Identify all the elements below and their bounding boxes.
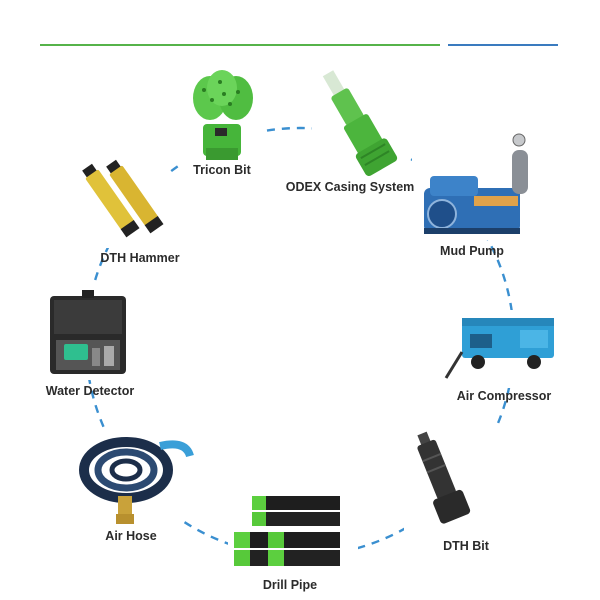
label-dth-bit: DTH Bit: [443, 539, 489, 553]
label-mud-pump: Mud Pump: [440, 244, 504, 258]
air-compressor-icon: [444, 318, 554, 379]
label-water-detector: Water Detector: [45, 384, 135, 398]
odex-casing-icon: [322, 70, 398, 177]
label-air-hose: Air Hose: [105, 529, 157, 543]
header-divider-green: [40, 44, 440, 46]
air-hose-icon: [79, 437, 194, 524]
label-air-compressor: Air Compressor: [456, 389, 552, 403]
water-detector-icon: [50, 290, 126, 374]
label-odex-casing-system: ODEX Casing System: [285, 180, 415, 194]
drill-pipe-icon: [234, 496, 340, 566]
dth-hammer-icon: [82, 159, 164, 238]
label-dth-hammer: DTH Hammer: [100, 251, 180, 265]
mud-pump-icon: [424, 133, 528, 234]
label-drill-pipe: Drill Pipe: [262, 578, 318, 592]
label-tricon-bit: Tricon Bit: [193, 163, 251, 177]
header-divider-blue: [448, 44, 558, 46]
tricon-bit-icon: [193, 70, 253, 160]
dth-bit-icon: [417, 431, 471, 524]
